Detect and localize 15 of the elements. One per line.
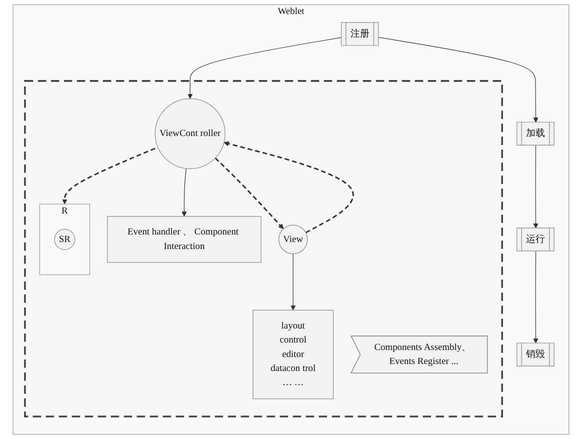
arrow <box>533 145 538 228</box>
arrow <box>378 37 538 123</box>
cluster <box>24 80 503 418</box>
arrow <box>533 250 538 344</box>
node-box: Event handler 、 Component Interaction <box>107 216 262 263</box>
arrow <box>224 141 354 234</box>
arrow <box>214 157 284 230</box>
node-box: layout control editor datacon trol … … <box>252 310 334 400</box>
node-circle: ViewCont roller <box>154 98 226 169</box>
arrow <box>62 148 156 204</box>
arrow <box>182 168 187 217</box>
node-circle: View <box>278 224 308 254</box>
arrow <box>188 37 342 99</box>
arrow <box>290 254 296 310</box>
node-circle: SR <box>54 228 76 250</box>
